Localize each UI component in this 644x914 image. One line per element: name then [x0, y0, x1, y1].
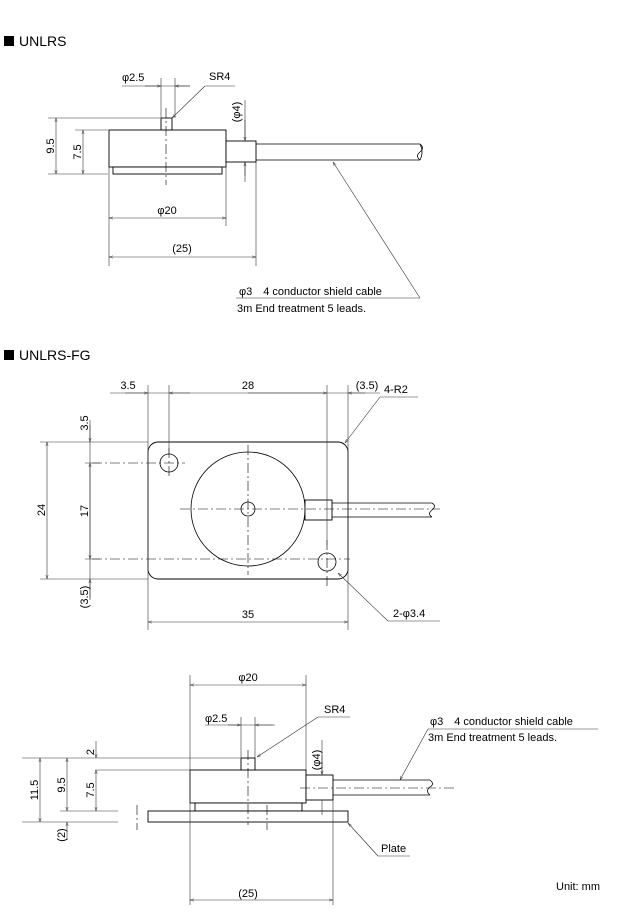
dim-overall-length: (25)	[238, 888, 258, 900]
sensor-side-view	[108, 108, 423, 185]
section-title: UNLRS-FG	[19, 347, 91, 363]
dim-mount-holes: 2-φ3.4	[393, 608, 425, 620]
dim-body-height: 7.5	[85, 782, 97, 797]
dim-plate-height: 24	[36, 504, 48, 516]
dim-left-offset: 3.5	[120, 380, 135, 392]
dim-body-diameter: φ20	[157, 205, 176, 217]
dim-corner-radius: 4-R2	[384, 384, 408, 396]
dim-total-height: 9.5	[45, 138, 57, 153]
dim-total-height: 11.5	[29, 780, 41, 801]
unit-label: Unit: mm	[556, 881, 600, 893]
dim-connector-diameter: (φ4)	[231, 102, 243, 123]
dim-sphere-radius: SR4	[209, 71, 230, 83]
section-unlrs-fg: UNLRS-FG 3.5 28 (3.5) 4-R2 24 3.5 17	[4, 347, 440, 630]
dim-top-offset: 3.5	[79, 415, 91, 430]
dim-body-diameter: φ20	[238, 672, 257, 684]
plate-label: Plate	[381, 843, 406, 855]
dim-sensor-height: 9.5	[56, 777, 68, 792]
cable-spec-line2: 3m End treatment 5 leads.	[428, 732, 557, 744]
dim-connector-diameter: (φ4)	[311, 750, 323, 771]
dim-plate-width: 35	[242, 609, 254, 621]
dim-stem-diameter: φ2.5	[205, 713, 227, 725]
dim-right-offset: (3.5)	[356, 380, 379, 392]
plate-top-view	[92, 441, 440, 588]
dim-body-height: 7.5	[72, 144, 84, 159]
fg-side-view: φ20 φ2.5 SR4 (φ4) 11.5 9.5 (2) 7.5 2 (25…	[22, 672, 600, 905]
dim-hole-pitch: 17	[79, 505, 91, 517]
cable-spec-line1: φ3 4 conductor shield cable	[430, 716, 573, 728]
section-bullet-icon	[4, 350, 14, 360]
dim-overall-length: (25)	[172, 243, 192, 255]
dim-plate-thickness: (2)	[56, 828, 68, 841]
section-title: UNLRS	[19, 33, 66, 49]
dim-hole-span: 28	[242, 380, 254, 392]
cable	[256, 143, 423, 161]
dim-stem-diameter: φ2.5	[122, 72, 144, 84]
dim-stem-height: 2	[85, 749, 97, 755]
section-bullet-icon	[4, 36, 14, 46]
dim-bottom-offset: (3.5)	[79, 586, 91, 609]
dim-sphere-radius: SR4	[324, 704, 345, 716]
cable-spec-line2: 3m End treatment 5 leads.	[237, 303, 366, 315]
cable-spec-line1: φ3 4 conductor shield cable	[239, 286, 382, 298]
section-unlrs: UNLRS 9.5 7.5 φ2.5 SR4 (φ4) φ20 (25)	[4, 33, 423, 315]
